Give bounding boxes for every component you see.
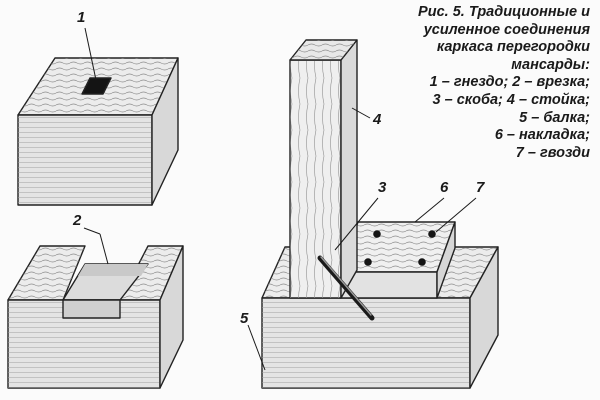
callout-labels: 1 2 3 4 5 6 7 — [72, 9, 485, 327]
callout-6: 6 — [440, 179, 449, 196]
callout-3: 3 — [378, 179, 387, 196]
nail-head — [418, 258, 426, 266]
caption-legend-line: 1 – гнездо; 2 – врезка; — [429, 74, 590, 91]
nail-head — [364, 258, 372, 266]
caption-title-line: усиленное соединения — [423, 21, 590, 38]
leader-2 — [83, 227, 101, 235]
block-with-notch — [7, 245, 184, 389]
leader-5 — [247, 324, 266, 371]
callout-4: 4 — [372, 111, 382, 128]
leader-4 — [351, 107, 371, 119]
caption-title-line: мансарды: — [511, 56, 590, 73]
callout-5: 5 — [240, 310, 249, 327]
nail-head — [428, 230, 436, 238]
leader-3 — [334, 197, 379, 251]
leader-1 — [84, 27, 97, 81]
leader-7 — [435, 197, 477, 233]
caption-title-line: Рис. 5. Традиционные и — [418, 4, 590, 20]
caption-legend-line: 6 – накладка; — [494, 127, 590, 144]
figure-caption: Рис. 5. Традиционные и усиленное соедине… — [350, 4, 590, 162]
leader-6 — [414, 197, 445, 223]
leader-lines — [83, 27, 477, 371]
leader-2 — [99, 233, 109, 265]
post — [289, 39, 358, 299]
caption-legend-line: 7 – гвозди — [515, 144, 590, 161]
caption-legend-line: 3 – скоба; 4 – стойка; — [432, 91, 590, 108]
callout-2: 2 — [72, 212, 82, 229]
callout-1: 1 — [77, 9, 85, 26]
callout-7: 7 — [476, 179, 485, 196]
nail-head — [373, 230, 381, 238]
mortise-hole — [81, 77, 112, 95]
nails — [364, 230, 436, 266]
block-with-mortise — [17, 57, 179, 206]
staple — [317, 255, 375, 321]
caption-title-line: каркаса перегородки — [436, 39, 590, 56]
caption-legend-line: 5 – балка; — [519, 109, 590, 126]
